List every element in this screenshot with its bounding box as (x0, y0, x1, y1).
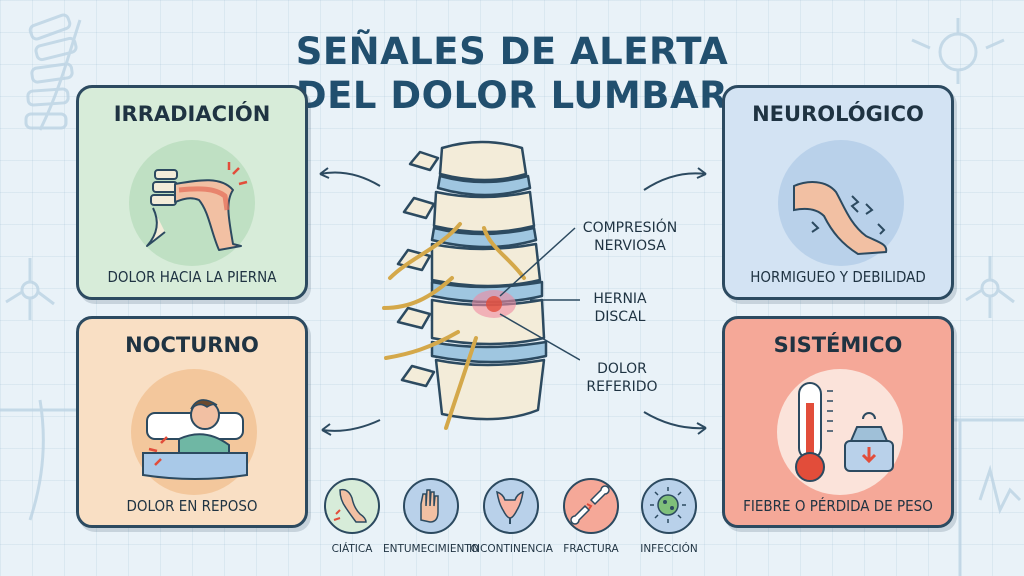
icon-label-entumecimiento: ENTUMECIMIENTO (382, 543, 480, 555)
card-caption-sistemico: FIEBRE O PÉRDIDA DE PESO (743, 497, 933, 515)
numbness-hand-icon (403, 478, 459, 534)
page-title: SEÑALES DE ALERTA DEL DOLOR LUMBAR (260, 30, 764, 118)
card-title-sistemico: SISTÉMICO (773, 333, 903, 357)
icon-label-ciatica: CIÁTICA (331, 543, 373, 555)
sleeping-person-illustration-icon (142, 399, 248, 480)
title-line-1: SEÑALES DE ALERTA (295, 30, 729, 73)
card-sistemico: SISTÉMICO FIEBRE O PÉRDIDA DE PESO (722, 316, 954, 528)
tingling-leg-illustration-icon (793, 181, 888, 256)
label-dolor-referido: DOLOR REFERIDO (582, 360, 662, 396)
card-title-nocturno: NOCTURNO (125, 333, 259, 357)
spine-illustration (382, 140, 580, 430)
bladder-icon (483, 478, 539, 534)
leg-pain-illustration-icon (146, 162, 248, 251)
card-neurologico: NEUROLÓGICO HORMIGUEO Y DEBILIDAD (722, 85, 954, 300)
label-compresion-nerviosa: COMPRESIÓN NERVIOSA (575, 219, 685, 255)
card-caption-nocturno: DOLOR EN REPOSO (126, 497, 258, 515)
card-irradiacion: IRRADIACIÓN DOLOR HACIA LA PIERNA (76, 85, 308, 300)
card-caption-neurologico: HORMIGUEO Y DEBILIDAD (750, 268, 926, 286)
label-hernia-text: HERNIA DISCAL (593, 291, 647, 325)
sciatica-icon (324, 478, 380, 534)
title-line-2: DEL DOLOR LUMBAR (295, 74, 729, 117)
icon-label-fractura: FRACTURA (563, 543, 619, 555)
thermometer-weight-illustration-icon (795, 382, 894, 482)
card-title-irradiacion: IRRADIACIÓN (113, 102, 271, 126)
label-dolor-text: DOLOR REFERIDO (586, 361, 658, 395)
card-caption-irradiacion: DOLOR HACIA LA PIERNA (107, 268, 277, 286)
broken-bone-icon (563, 478, 619, 534)
card-title-neurologico: NEUROLÓGICO (752, 102, 924, 126)
virus-icon (641, 478, 697, 534)
label-hernia-discal: HERNIA DISCAL (580, 290, 660, 326)
icon-label-incontinencia: INCONTINENCIA (469, 543, 553, 555)
card-nocturno: NOCTURNO DOLOR EN REPOSO (76, 316, 308, 528)
label-compresion-text: COMPRESIÓN NERVIOSA (582, 220, 678, 254)
icon-label-infeccion: INFECCIÓN (640, 543, 698, 555)
